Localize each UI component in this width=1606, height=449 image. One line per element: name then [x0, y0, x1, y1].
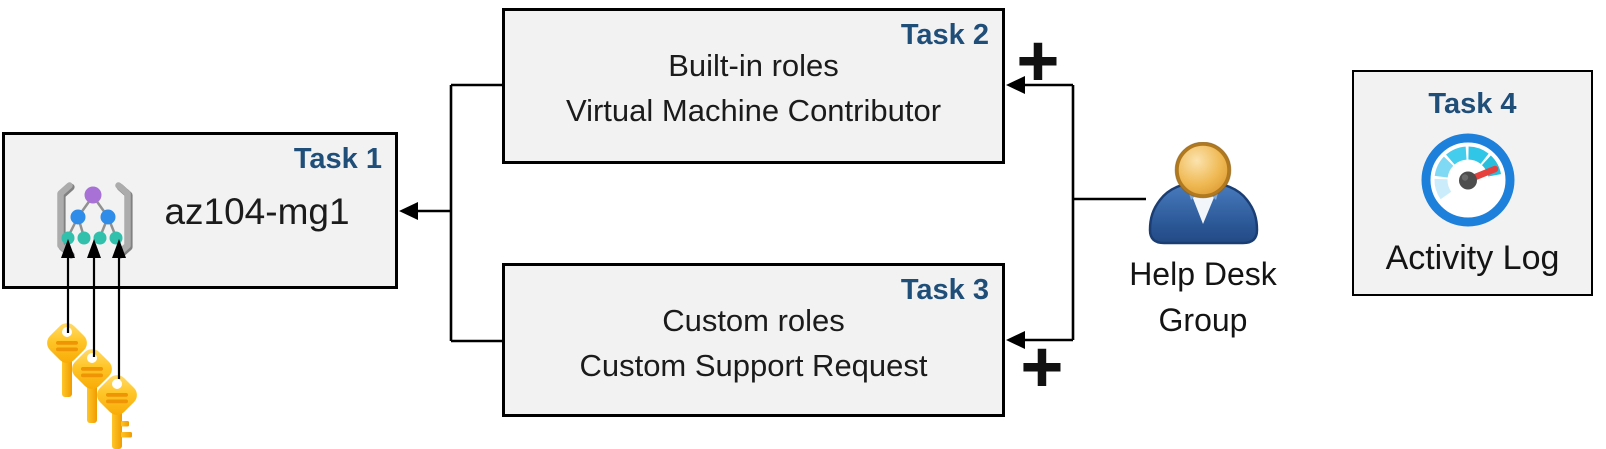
actor-label-line2: Group	[1158, 302, 1248, 338]
task4-label: Task 4	[1428, 88, 1517, 120]
task3-text: Custom roles Custom Support Request	[505, 298, 1002, 388]
task2-line1: Built-in roles	[668, 48, 839, 83]
key-icon	[72, 349, 112, 423]
plus-assignment-bottom: +	[1018, 334, 1067, 399]
task2-label: Task 2	[900, 19, 989, 51]
keys-icon	[47, 323, 137, 449]
task3-box: Task 3 Custom roles Custom Support Reque…	[502, 263, 1005, 417]
key-icon	[47, 323, 87, 397]
activity-log-gauge-icon	[1421, 133, 1515, 227]
task3-line2: Custom Support Request	[579, 348, 928, 383]
activity-log-caption: Activity Log	[1385, 239, 1560, 277]
person-icon	[1148, 142, 1259, 245]
management-group-name: az104-mg1	[164, 191, 350, 232]
task4-box: Task 4 Activity Log	[1352, 70, 1593, 296]
task2-box: Task 2 Built-in roles Virtual Machine Co…	[502, 8, 1005, 164]
task2-line2: Virtual Machine Contributor	[565, 93, 942, 128]
task3-line1: Custom roles	[662, 303, 845, 338]
actor-label: Help Desk Group	[1078, 251, 1328, 343]
key-icon	[97, 375, 137, 449]
task2-text: Built-in roles Virtual Machine Contribut…	[505, 43, 1002, 133]
task1-label: Task 1	[293, 143, 382, 175]
plus-assignment-top: +	[1014, 28, 1063, 93]
management-group-icon	[57, 182, 133, 259]
actor-label-line1: Help Desk	[1129, 256, 1277, 292]
task3-label: Task 3	[900, 274, 989, 306]
